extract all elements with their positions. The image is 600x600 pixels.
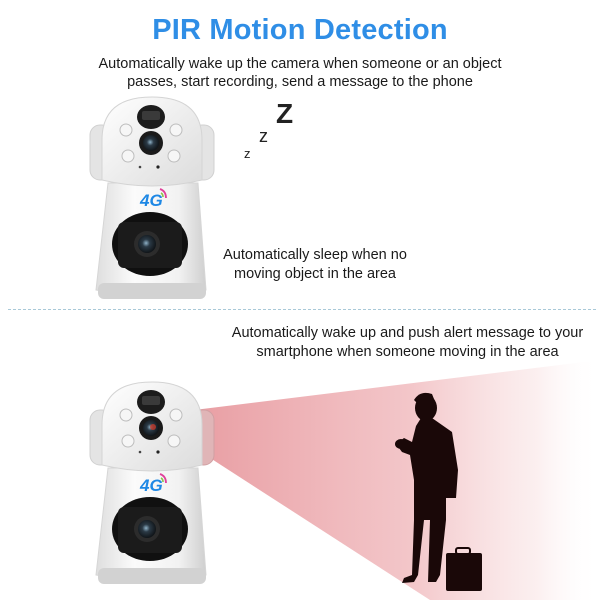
wake-caption-line-2: smartphone when someone moving in the ar… — [256, 344, 559, 360]
sleep-caption: Automatically sleep when no moving objec… — [210, 246, 420, 284]
sleep-caption-line-2: moving object in the area — [233, 266, 396, 282]
camera-2: 4G — [89, 381, 215, 584]
person-silhouette — [395, 392, 482, 591]
svg-text:4G: 4G — [139, 191, 163, 210]
camera-1: 4G — [89, 96, 215, 299]
svg-text:4G: 4G — [139, 476, 163, 495]
section-divider — [8, 309, 596, 310]
page-subtitle: Automatically wake up the camera when so… — [60, 55, 540, 91]
sleep-z-medium: z — [259, 126, 268, 146]
wake-caption-line-1: Automatically wake up and push alert mes… — [231, 325, 584, 341]
pir-detection-beam — [178, 360, 600, 600]
sleep-caption-line-1: Automatically sleep when no — [223, 247, 407, 263]
subtitle-line-1: Automatically wake up the camera when so… — [98, 56, 502, 72]
wake-caption: Automatically wake up and push alert mes… — [215, 324, 600, 362]
sleep-z-large: Z — [276, 98, 294, 129]
sleep-z-small: z — [244, 146, 251, 161]
subtitle-line-2: passes, start recording, send a message … — [127, 74, 473, 90]
page-title: PIR Motion Detection — [152, 14, 448, 46]
